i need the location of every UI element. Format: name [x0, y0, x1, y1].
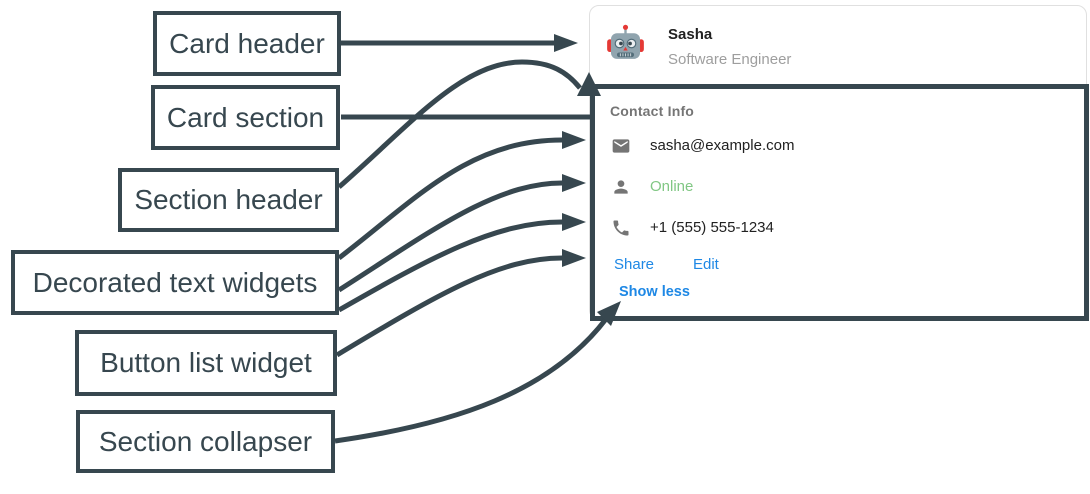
- arrow-decorated-3: [337, 219, 563, 313]
- email-text: sasha@example.com: [650, 137, 795, 154]
- robot-avatar-icon: [607, 24, 644, 59]
- phone-icon: [613, 220, 629, 236]
- share-button[interactable]: Share: [614, 256, 655, 273]
- status-text: Online: [650, 178, 694, 195]
- card-header: Sasha Software Engineer: [590, 6, 1086, 84]
- person-name: Sasha: [668, 26, 713, 43]
- arrowhead-decorated-3: [562, 213, 586, 231]
- label-card-header: Card header: [153, 11, 341, 76]
- arrowhead-card-header: [554, 34, 578, 52]
- label-section-header: Section header: [118, 168, 339, 232]
- arrow-section-collapser: [334, 317, 608, 444]
- arrow-button-list: [335, 255, 563, 358]
- email-icon: [612, 139, 630, 153]
- arrowhead-button-list: [562, 249, 586, 267]
- arrow-section-header: [337, 59, 582, 189]
- person-subtitle: Software Engineer: [668, 51, 792, 68]
- arrow-decorated-2: [337, 180, 563, 293]
- show-less-collapser[interactable]: Show less: [619, 284, 690, 300]
- person-icon: [614, 180, 628, 194]
- edit-button[interactable]: Edit: [693, 256, 719, 273]
- arrow-decorated-1: [337, 137, 563, 260]
- arrowhead-decorated-2: [562, 174, 586, 192]
- label-decorated-text-widgets: Decorated text widgets: [11, 250, 339, 315]
- contact-card: Sasha Software Engineer Contact Info sas…: [589, 5, 1089, 321]
- card-section: Contact Info sasha@example.com Online +1…: [590, 84, 1089, 321]
- arrowhead-decorated-1: [562, 131, 586, 149]
- label-section-collapser: Section collapser: [76, 410, 335, 473]
- label-card-section: Card section: [151, 85, 340, 150]
- section-header-title: Contact Info: [610, 103, 695, 119]
- phone-text: +1 (555) 555-1234: [650, 219, 774, 236]
- label-button-list-widget: Button list widget: [75, 330, 337, 396]
